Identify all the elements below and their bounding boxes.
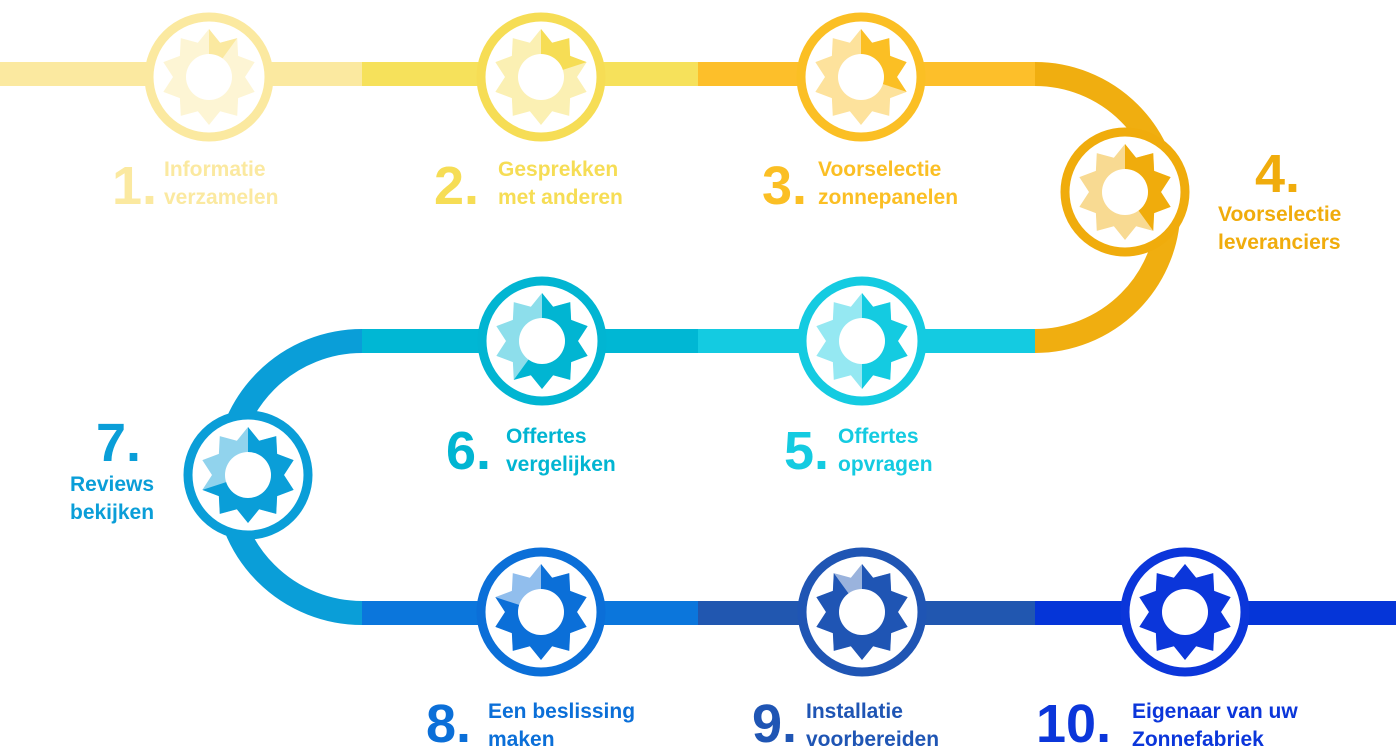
- step-4-node: [1060, 127, 1190, 257]
- step-9-label-line-1: Installatie: [806, 700, 903, 723]
- step-1-number: 1.: [112, 156, 157, 216]
- step-1-label-line-2: verzamelen: [164, 186, 278, 209]
- sun-center: [186, 54, 232, 100]
- sun-center: [518, 54, 564, 100]
- step-9-number: 9.: [752, 694, 797, 754]
- step-4-label-line-1: Voorselectie: [1218, 203, 1341, 226]
- step-3-number: 3.: [762, 156, 807, 216]
- sun-center: [1102, 169, 1148, 215]
- step-9-label-line-2: voorbereiden: [806, 728, 939, 751]
- step-2-label-line-1: Gesprekken: [498, 158, 618, 181]
- step-6-label-line-1: Offertes: [506, 425, 587, 448]
- step-2-label-line-2: met anderen: [498, 186, 623, 209]
- sun-center: [839, 589, 885, 635]
- step-10-label-line-2: Zonnefabriek: [1132, 728, 1264, 751]
- journey-steps: [144, 12, 1250, 677]
- step-3-node: [796, 12, 926, 142]
- step-5-label-line-2: opvragen: [838, 453, 933, 476]
- step-1-label-line-1: Informatie: [164, 158, 266, 181]
- journey-labels: 1. Informatie verzamelen 2. Gesprekken met an…: [70, 144, 1341, 754]
- step-7-node: [183, 410, 313, 540]
- step-7-number: 7.: [96, 413, 141, 473]
- sun-progress-wedge: [1125, 144, 1171, 231]
- step-7-label-line-2: bekijken: [70, 501, 154, 524]
- step-8-number: 8.: [426, 694, 471, 754]
- step-6-node: [477, 276, 607, 406]
- step-2-node: [476, 12, 606, 142]
- sun-center: [518, 589, 564, 635]
- step-10-number: 10.: [1036, 694, 1111, 754]
- journey-path: [0, 62, 1396, 625]
- step-3-label-line-1: Voorselectie: [818, 158, 941, 181]
- step-8-label-line-2: maken: [488, 728, 555, 751]
- step-5-node: [797, 276, 927, 406]
- step-7-label-line-1: Reviews: [70, 473, 154, 496]
- sun-center: [225, 452, 271, 498]
- step-9-node: [797, 547, 927, 677]
- step-10-label-line-1: Eigenaar van uw: [1132, 700, 1298, 723]
- step-6-number: 6.: [446, 421, 491, 481]
- sun-center: [839, 318, 885, 364]
- step-8-label-line-1: Een beslissing: [488, 700, 635, 723]
- step-5-number: 5.: [784, 421, 829, 481]
- sun-center: [1162, 589, 1208, 635]
- sun-center: [838, 54, 884, 100]
- sun-center: [519, 318, 565, 364]
- step-5-label-line-1: Offertes: [838, 425, 919, 448]
- step-8-node: [476, 547, 606, 677]
- step-10-node: [1120, 547, 1250, 677]
- step-1-node: [144, 12, 274, 142]
- step-2-number: 2.: [434, 156, 479, 216]
- step-6-label-line-2: vergelijken: [506, 453, 616, 476]
- step-4-label-line-2: leveranciers: [1218, 231, 1341, 254]
- step-3-label-line-2: zonnepanelen: [818, 186, 958, 209]
- step-4-number: 4.: [1255, 144, 1300, 204]
